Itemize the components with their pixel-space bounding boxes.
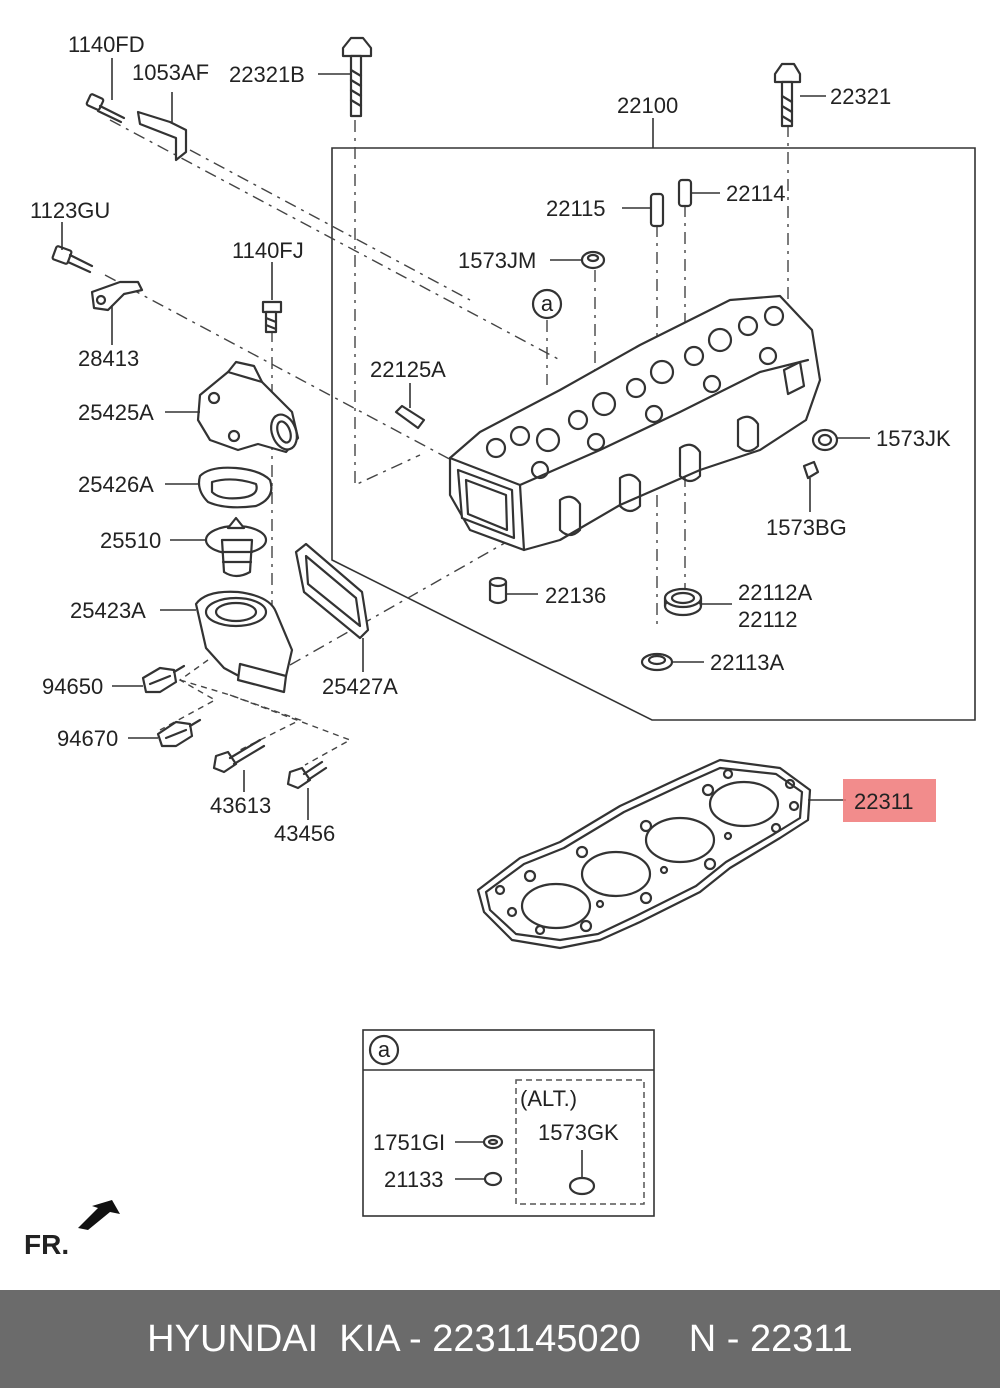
label-22112A: 22112A	[738, 580, 813, 605]
label-1140FJ: 1140FJ	[232, 238, 304, 263]
label-22113A: 22113A	[710, 650, 785, 675]
seal-22112-icon	[663, 587, 703, 617]
gasket-25427A-icon	[294, 542, 370, 640]
label-1573JK: 1573JK	[876, 426, 951, 451]
pin-22114-icon	[677, 178, 693, 208]
sensor-94670-icon	[156, 718, 202, 748]
label-22115: 22115	[546, 196, 606, 221]
label-25426A: 25426A	[78, 472, 154, 497]
label-1573GK: 1573GK	[538, 1120, 619, 1145]
assembly-frame	[331, 147, 976, 721]
plug-1573JK-icon	[811, 428, 839, 452]
label-22100: 22100	[617, 93, 678, 118]
plug-1573BG-icon	[802, 460, 820, 480]
label-25423A: 25423A	[70, 598, 146, 623]
bolt-43613-icon	[212, 738, 266, 774]
gasket-25426A-icon	[197, 466, 273, 509]
label-22321B: 22321B	[229, 62, 305, 87]
parts-diagram: a	[24, 32, 976, 1260]
front-arrow-icon	[78, 1200, 120, 1230]
front-label: FR.	[24, 1229, 69, 1260]
label-28413: 28413	[78, 346, 139, 371]
inset-a-label: a	[378, 1037, 391, 1062]
label-22125A: 22125A	[370, 357, 446, 382]
sensor-94650-icon	[141, 664, 186, 694]
label-25510: 25510	[100, 528, 161, 553]
label-1053AF: 1053AF	[132, 60, 209, 85]
bolt-22321B-icon	[341, 36, 373, 118]
bolt-1123GU-icon	[51, 245, 94, 274]
head-gasket-22311-icon	[476, 758, 812, 950]
washer-22113A-icon	[640, 652, 674, 672]
label-94670: 94670	[57, 726, 118, 751]
bolt-43456-icon	[286, 760, 328, 790]
label-21133: 21133	[384, 1167, 444, 1192]
label-1751GI: 1751GI	[373, 1130, 445, 1155]
dowel-22136-icon	[488, 576, 508, 605]
highlight-box-22311	[843, 779, 936, 822]
label-25427A: 25427A	[322, 674, 398, 699]
inset-box-a	[362, 1029, 655, 1217]
label-1123GU: 1123GU	[30, 198, 110, 223]
label-22112: 22112	[738, 607, 798, 632]
bolt-22321-icon	[773, 62, 802, 128]
label-22311: 22311	[854, 789, 914, 814]
footer-bar: HYUNDAI KIA - 2231145020 N - 22311	[0, 1290, 1000, 1388]
thermostat-25510-icon	[204, 516, 268, 578]
label-43613: 43613	[210, 793, 271, 818]
label-22321: 22321	[830, 84, 891, 109]
label-1573JM: 1573JM	[458, 248, 536, 273]
label-22114: 22114	[726, 181, 786, 206]
seal-1573JM-icon	[580, 250, 606, 270]
label-22136: 22136	[545, 583, 606, 608]
label-1140FD: 1140FD	[68, 32, 145, 57]
label-25425A: 25425A	[78, 400, 154, 425]
pin-22125A-icon	[394, 404, 426, 430]
callout-a-label: a	[541, 291, 554, 316]
pin-22115-icon	[649, 192, 665, 228]
water-outlet-25425A-icon	[196, 360, 300, 454]
footer-part-number: HYUNDAI KIA - 2231145020	[147, 1317, 641, 1360]
bolt-1140FD-icon	[85, 93, 126, 124]
cylinder-head-22100-icon	[448, 294, 822, 552]
alt-label: (ALT.)	[520, 1086, 577, 1111]
callout-a-circle	[531, 288, 563, 320]
footer-ref-number: N - 22311	[688, 1317, 853, 1360]
label-1573BG: 1573BG	[766, 515, 847, 540]
bracket-1053AF-icon	[136, 110, 188, 162]
label-43456: 43456	[274, 821, 335, 846]
housing-25423A-icon	[194, 590, 294, 694]
label-94650: 94650	[42, 674, 103, 699]
bolt-1140FJ-icon	[261, 300, 283, 334]
